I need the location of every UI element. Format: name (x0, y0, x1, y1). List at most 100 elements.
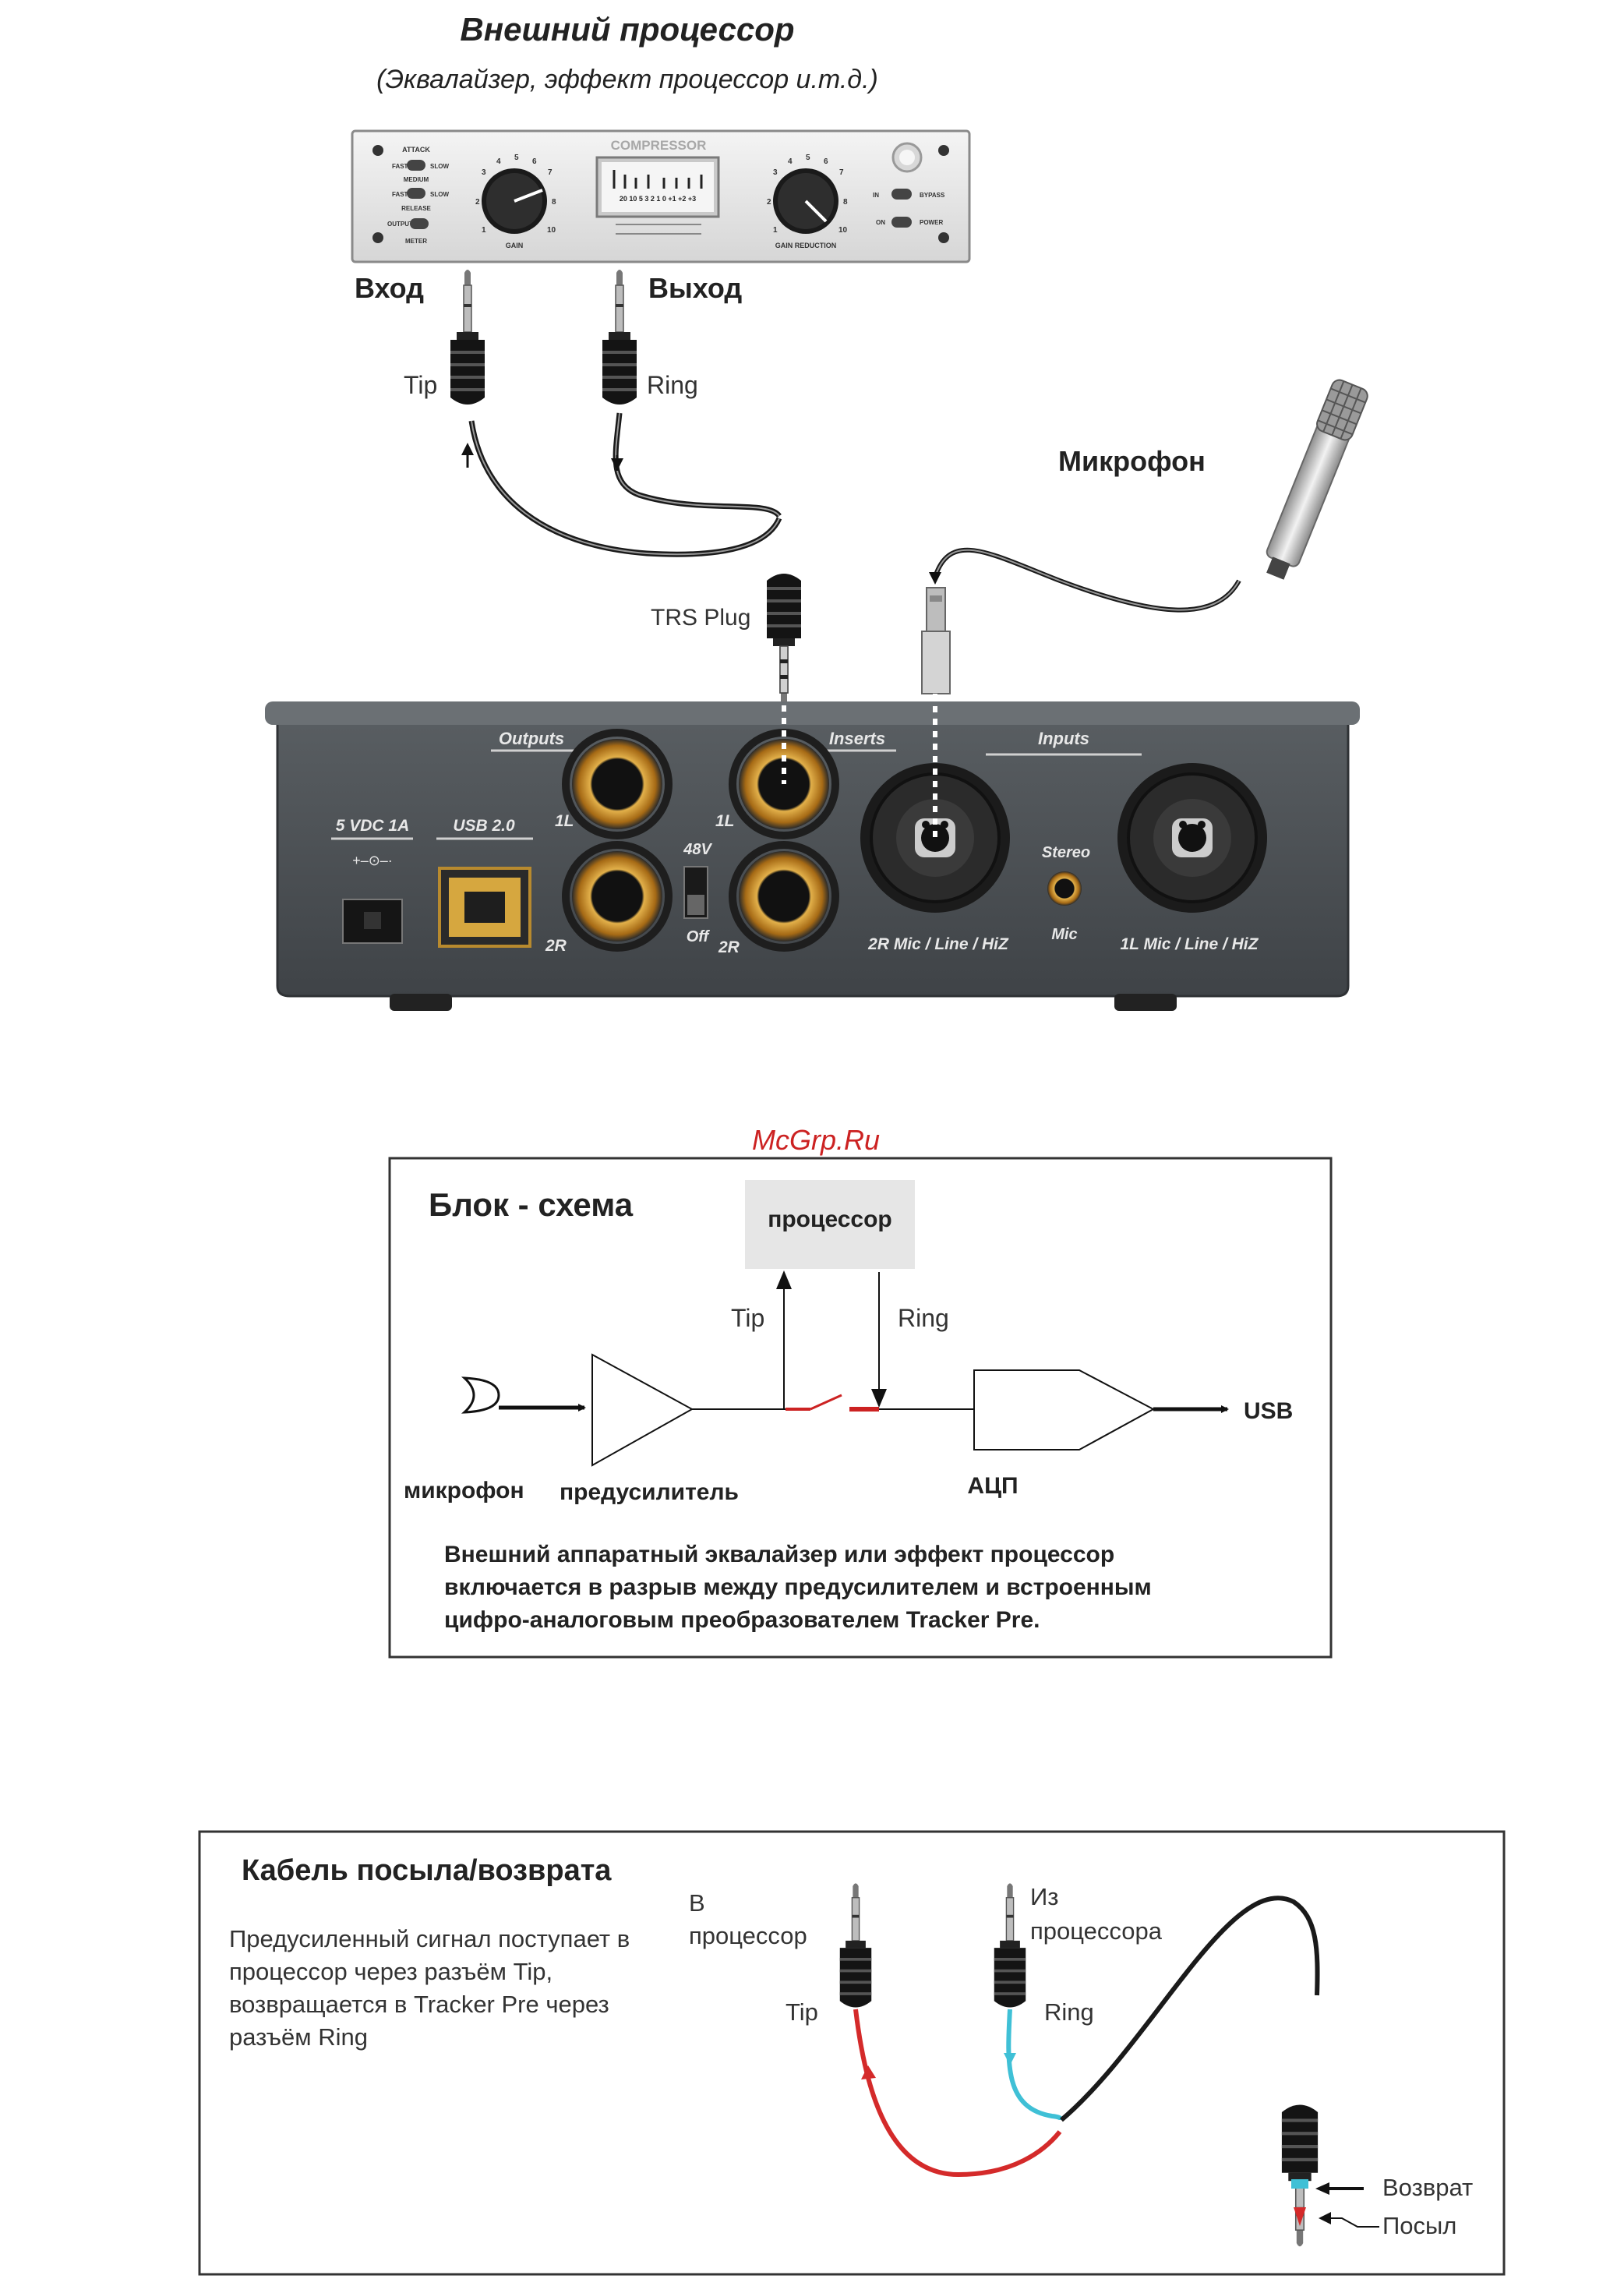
block-title: Блок - схема (429, 1186, 634, 1223)
tip-plug-icon (450, 269, 485, 405)
svg-text:1: 1 (482, 226, 486, 235)
output-label: Выход (648, 272, 742, 304)
trs-label: TRS Plug (651, 605, 750, 631)
svg-text:2: 2 (767, 198, 771, 207)
outputs-label: Outputs (499, 729, 564, 748)
svg-text:FAST: FAST (392, 163, 408, 170)
processor-box (745, 1180, 915, 1269)
tip-cable-red (853, 2009, 1062, 2178)
vu-meter: 20 10 5 3 2 1 0 +1 +2 +3 (595, 156, 720, 235)
svg-text:ATTACK: ATTACK (402, 146, 430, 154)
usb-port (438, 867, 531, 948)
combo-input-2r (860, 763, 1010, 913)
cable-desc-line-1: Предусиленный сигнал поступает в (229, 1925, 630, 1952)
release-switch: FAST SLOW RELEASE (392, 188, 449, 212)
cable-title: Кабель посыла/возврата (242, 1854, 612, 1887)
svg-text:POWER: POWER (920, 219, 943, 226)
svg-text:3: 3 (482, 168, 486, 177)
svg-text:5: 5 (806, 154, 810, 162)
svg-text:6: 6 (824, 157, 828, 166)
svg-text:10: 10 (838, 226, 848, 235)
polarity-icon: +–⊙–· (352, 853, 393, 868)
usb-output-label: USB (1244, 1398, 1293, 1424)
processor-label: процессор (768, 1207, 892, 1232)
block-diagram-panel: Блок - схема процессор Tip Ring USB микр… (388, 1157, 1333, 1659)
block-desc-line-3: цифро-аналоговым преобразователем Tracke… (444, 1607, 1040, 1633)
top-subtitle: (Эквалайзер, эффект процессор и.т.д.) (376, 65, 878, 94)
from-processor-line-2: процессора (1030, 1917, 1163, 1945)
meter-switch: OUTPUT METER (387, 218, 429, 245)
from-processor-line-1: Из (1030, 1883, 1059, 1910)
bypass-switch: IN BYPASS (873, 189, 945, 200)
output-2r-jack (572, 851, 662, 942)
usb-label: USB 2.0 (453, 817, 515, 835)
svg-text:SLOW: SLOW (430, 191, 449, 198)
send-label: Посыл (1382, 2212, 1456, 2239)
tip-label: Tip (404, 371, 437, 399)
output-1l-jack (572, 739, 662, 829)
combo-input-1l (1117, 763, 1267, 913)
stereo-mic-label: Mic (1051, 926, 1077, 943)
inputs-label: Inputs (1038, 729, 1089, 748)
svg-text:8: 8 (552, 198, 556, 207)
top-title: Внешний процессор (460, 11, 794, 48)
preamp-label: предусилитель (560, 1479, 739, 1505)
mic-label: Микрофон (1058, 445, 1206, 477)
svg-text:20 10 5 3 2 1 0 +1 +2 +3: 20 10 5 3 2 1 0 +1 +2 +3 (620, 195, 696, 203)
svg-text:MEDIUM: MEDIUM (404, 176, 429, 183)
block-ring-label: Ring (898, 1304, 949, 1332)
svg-text:SLOW: SLOW (430, 163, 449, 170)
svg-text:4: 4 (496, 157, 501, 166)
insert-2r-label: 2R (718, 938, 740, 956)
block-tip-label: Tip (731, 1304, 764, 1332)
preamp-triangle (591, 1353, 694, 1467)
cable-desc-line-2: процессор через разъём Tip, (229, 1958, 553, 1985)
input-label: Вход (355, 272, 424, 304)
attack-switch: ATTACK FAST SLOW MEDIUM (392, 146, 449, 183)
ring-plug-icon (602, 269, 637, 405)
svg-text:5: 5 (514, 154, 519, 162)
cable-desc-line-4: разъём Ring (229, 2023, 368, 2051)
cable-ring-plug-icon (994, 1882, 1026, 2009)
svg-text:METER: METER (405, 238, 427, 245)
cable-diagram-panel: Кабель посыла/возврата Предусиленный сиг… (198, 1830, 1506, 2276)
to-processor-line-2: процессор (689, 1922, 807, 1949)
inserts-label: Inserts (829, 729, 885, 748)
svg-text:3: 3 (773, 168, 778, 177)
svg-text:10: 10 (547, 226, 556, 235)
microphone-label: микрофон (404, 1478, 524, 1503)
insert-1l-label: 1L (715, 812, 735, 830)
stereo-mic-jack (1047, 871, 1082, 906)
cable-ring-label: Ring (1044, 1998, 1094, 2026)
gain-knob: 3 4 5 6 7 2 8 1 10 GAIN (475, 154, 556, 249)
svg-text:7: 7 (548, 168, 553, 177)
stereo-label: Stereo (1042, 844, 1090, 861)
svg-text:GAIN: GAIN (506, 242, 524, 249)
cable-tip-label: Tip (786, 1998, 818, 2026)
svg-text:OUTPUT: OUTPUT (387, 221, 413, 228)
cable-tip-plug-icon (839, 1882, 872, 2009)
ring-cable (613, 412, 782, 518)
svg-text:2: 2 (475, 198, 480, 207)
trs-plug-icon (766, 573, 802, 709)
output-2r-label: 2R (545, 937, 567, 955)
main-cable (1060, 1896, 1320, 2122)
ring-cable-cyan (1006, 2009, 1064, 2121)
svg-text:FAST: FAST (392, 191, 408, 198)
svg-text:IN: IN (873, 192, 879, 199)
phantom-48v-label: 48V (683, 841, 712, 858)
adc-label: АЦП (967, 1473, 1018, 1499)
phantom-off-label: Off (687, 928, 711, 945)
svg-text:6: 6 (532, 157, 537, 166)
tracker-pre-rear-panel: Outputs Inserts Inputs 5 VDC 1A +–⊙–· US… (265, 694, 1360, 1011)
mic-symbol-icon (461, 1376, 500, 1414)
svg-text:8: 8 (843, 198, 848, 207)
watermark: McGrp.Ru (752, 1124, 880, 1156)
mic-cable (933, 547, 1241, 613)
svg-text:7: 7 (839, 168, 844, 177)
insert-2r-jack (739, 851, 829, 942)
svg-text:4: 4 (788, 157, 793, 166)
cable-desc-line-3: возвращается в Tracker Pre через (229, 1991, 609, 2018)
